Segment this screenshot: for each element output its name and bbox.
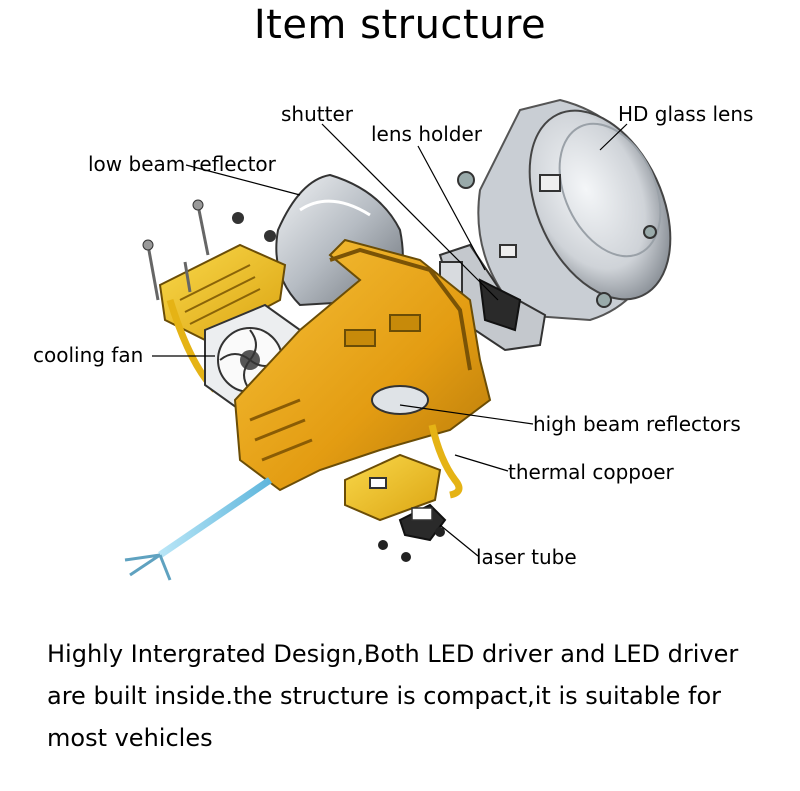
headlight-exploded-diagram xyxy=(124,98,672,581)
label-lens-holder: lens holder xyxy=(371,122,483,146)
description-text: Highly Intergrated Design,Both LED drive… xyxy=(47,640,739,752)
label-cooling-fan: cooling fan xyxy=(33,343,144,367)
label-thermal-coppoer: thermal coppoer xyxy=(508,460,674,484)
thermal-copper-part xyxy=(428,424,463,499)
label-laser-tube: laser tube xyxy=(476,545,577,569)
cable-part xyxy=(124,477,272,581)
page-title: Item structure xyxy=(253,2,547,48)
label-low-beam-reflector: low beam reflector xyxy=(88,152,276,176)
label-high-beam-reflectors: high beam reflectors xyxy=(533,412,741,436)
laser-tube-part xyxy=(344,453,447,562)
leader-lines xyxy=(152,123,628,557)
label-shutter: shutter xyxy=(281,102,353,126)
label-hd-glass-lens: HD glass lens xyxy=(618,102,754,126)
hd-glass-lens-part xyxy=(457,98,672,322)
